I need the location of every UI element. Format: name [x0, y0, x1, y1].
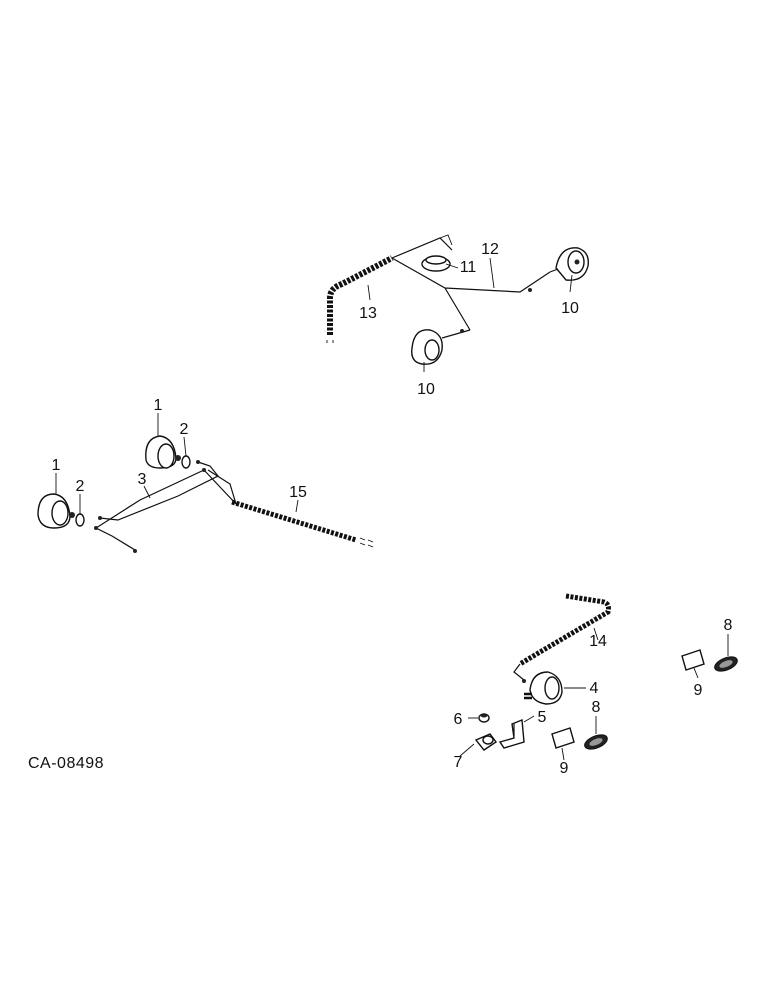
- taillight-group: 14 4 6 5 7 8 9 8 9: [454, 593, 738, 777]
- headlight-1-lower: [37, 493, 75, 529]
- reflector-8-lower: [584, 734, 608, 750]
- callout-14: 14: [589, 633, 607, 650]
- cable-14: [518, 593, 611, 667]
- callout-7: 7: [454, 754, 463, 771]
- harness-3: [94, 461, 237, 551]
- harness-12: [391, 237, 551, 331]
- callout-11: 11: [460, 259, 477, 276]
- callout-8-lower: 8: [592, 699, 601, 716]
- bulb-2-upper: [181, 455, 191, 469]
- lamp-4: [524, 671, 563, 705]
- callout-15: 15: [289, 484, 307, 501]
- callout-4: 4: [590, 680, 599, 697]
- nut-6: [478, 713, 490, 723]
- callout-1-upper: 1: [154, 397, 163, 414]
- horn-10-right: [528, 247, 589, 292]
- callout-9-lower: 9: [560, 760, 569, 777]
- callout-1-lower: 1: [52, 457, 61, 474]
- headlight-1-upper: [145, 435, 181, 469]
- bulb-2-lower: [75, 513, 85, 527]
- bracket-5: [498, 719, 525, 749]
- callout-3: 3: [138, 471, 147, 488]
- callout-12: 12: [481, 241, 499, 258]
- conduit-13: [327, 255, 394, 335]
- headlight-group: 1 2 1 2 3 15: [37, 397, 374, 553]
- callout-2-upper: 2: [180, 421, 189, 438]
- callout-2-lower: 2: [76, 478, 85, 495]
- horn-harness-group: 12 11 13 10 10: [326, 234, 589, 398]
- callout-13: 13: [359, 305, 377, 322]
- callout-5: 5: [538, 709, 547, 726]
- clamp-7: [474, 733, 498, 751]
- cable-15: [231, 499, 357, 543]
- callout-9-upper: 9: [694, 682, 703, 699]
- callout-8-upper: 8: [724, 617, 733, 634]
- callout-6: 6: [454, 711, 463, 728]
- callout-10-right: 10: [561, 300, 579, 317]
- lens-9-upper: [681, 649, 705, 671]
- callout-10-left: 10: [417, 381, 435, 398]
- drawing-code: CA-08498: [28, 755, 104, 772]
- reflector-8-upper: [714, 656, 738, 672]
- horn-11: [421, 255, 451, 272]
- lens-9-lower: [551, 727, 575, 749]
- horn-10-left: [411, 329, 471, 365]
